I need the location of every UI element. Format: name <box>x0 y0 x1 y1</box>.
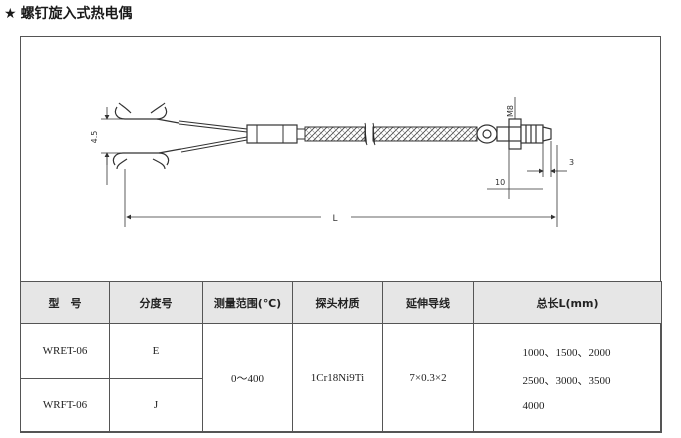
dim-thread-label: M8 <box>506 105 515 117</box>
page-title: 螺钉旋入式热电偶 <box>20 6 133 22</box>
dim-length-label: L <box>332 214 337 224</box>
length-line: 1000、1500、2000 <box>522 347 611 359</box>
cell-model: WRET-06 <box>20 323 110 379</box>
length-list: 1000、1500、2000 2500、3000、3500 4000 <box>474 344 661 412</box>
header-material: 探头材质 <box>292 281 383 324</box>
cell-lengths: 1000、1500、2000 2500、3000、3500 4000 <box>473 323 662 433</box>
star-icon: ★ <box>4 6 17 22</box>
braided-cable-right <box>372 126 478 142</box>
dim-length <box>124 145 558 227</box>
crimp-sleeve <box>246 124 306 144</box>
dim-tip <box>527 141 567 177</box>
cable-break-marks <box>364 122 376 146</box>
header-model: 型 号 <box>20 281 110 324</box>
cell-grade: J <box>109 377 203 433</box>
cell-grade: E <box>109 323 203 379</box>
cell-range: 0～400 <box>202 323 293 433</box>
length-line: 4000 <box>522 400 545 412</box>
dim-fork-width <box>101 107 125 185</box>
table-row: WRFT-06 J <box>20 377 662 433</box>
table-header-row: 型 号 分度号 测量范围(℃) 探头材质 延伸导线 总长L(mm) <box>20 281 662 324</box>
braided-cable-left <box>304 126 366 142</box>
dim-hex-label: 10 <box>495 178 505 187</box>
header-grade: 分度号 <box>109 281 203 324</box>
screw-probe <box>476 118 552 150</box>
fork-terminal-top <box>114 102 180 124</box>
length-line: 2500、3000、3500 <box>522 375 611 387</box>
dim-fork-width-label: 4.5 <box>90 131 99 144</box>
header-length: 总长L(mm) <box>473 281 662 324</box>
spec-sheet-frame: 4.5 M8 3 10 <box>20 36 662 433</box>
page-heading: ★螺钉旋入式热电偶 <box>4 3 133 25</box>
fork-terminal-bottom <box>112 148 182 170</box>
cell-model: WRFT-06 <box>20 377 110 433</box>
dim-hex <box>487 149 543 199</box>
thermocouple-drawing: 4.5 M8 3 10 <box>21 37 660 281</box>
table-row: WRET-06 E 0～400 1Cr18Ni9Ti 7×0.3×2 1000、… <box>20 323 662 433</box>
dim-tip-label: 3 <box>569 158 574 167</box>
thermocouple-diagram: 4.5 M8 3 10 <box>90 97 574 227</box>
cell-material: 1Cr18Ni9Ti <box>292 323 383 433</box>
header-range: 测量范围(℃) <box>202 281 293 324</box>
header-wire: 延伸导线 <box>382 281 474 324</box>
cell-wire: 7×0.3×2 <box>382 323 474 433</box>
spec-table: 型 号 分度号 测量范围(℃) 探头材质 延伸导线 总长L(mm) WRET-0… <box>20 281 662 433</box>
extension-wires <box>178 120 248 153</box>
